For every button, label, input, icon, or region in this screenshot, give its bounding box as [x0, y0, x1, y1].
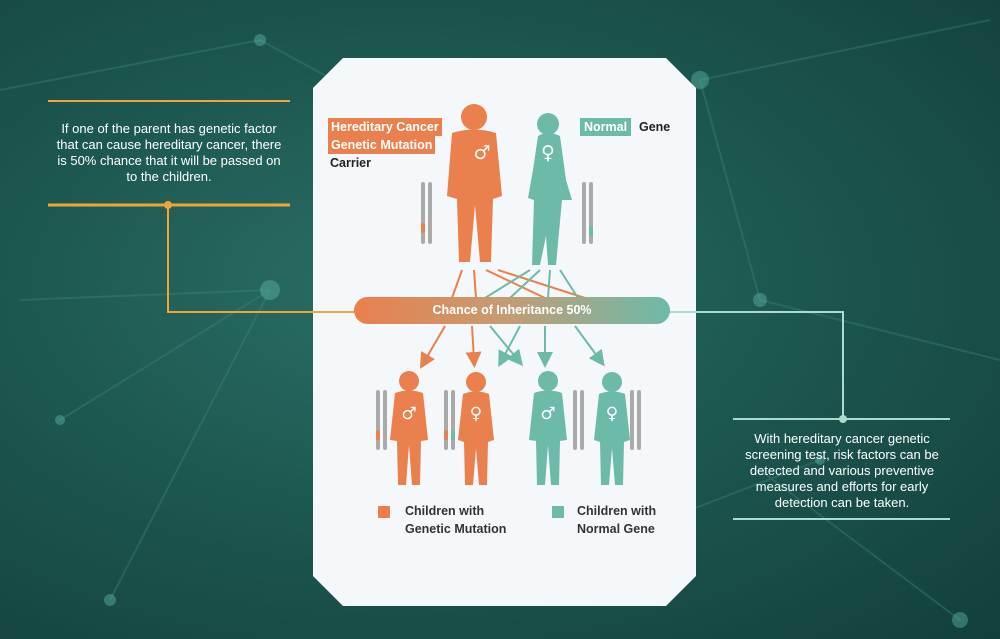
children-arrows [419, 325, 605, 369]
legend-normal-line2: Normal Gene [577, 522, 655, 536]
inheritance-bar: Chance of Inheritance 50% [354, 297, 670, 324]
father-label-line3: Carrier [330, 156, 371, 170]
mother-chromosome [582, 182, 593, 244]
mother-label-highlight: Normal [580, 118, 632, 136]
left-connector [167, 205, 358, 313]
child1-male-symbol: ♂ [401, 404, 417, 424]
parent-lines [451, 269, 586, 299]
child1-chromosome [376, 390, 387, 450]
child-girl-mutation [458, 372, 494, 485]
left-connector-dot [164, 201, 172, 209]
right-connector [668, 311, 844, 419]
left-note: If one of the parent has genetic factor … [56, 121, 282, 184]
child-boy-mutation [390, 371, 428, 485]
child4-chromosome [630, 390, 641, 450]
child-girl-normal [594, 372, 630, 485]
right-note: With hereditary cancer genetic screening… [745, 431, 939, 510]
right-connector-dot [839, 415, 847, 423]
father-chromosome [421, 182, 432, 244]
legend-normal-swatch [552, 506, 564, 518]
father-male-symbol: ♂ [473, 142, 491, 164]
mother-female-symbol: ♀ [541, 142, 555, 164]
legend-mutation-line1: Children with [405, 504, 485, 518]
child3-male-symbol: ♂ [540, 404, 556, 424]
child3-chromosome [573, 390, 584, 450]
child-boy-normal [529, 371, 567, 485]
legend-mutation-swatch [378, 506, 390, 518]
father-figure [447, 104, 502, 262]
child4-female-symbol: ♀ [605, 404, 619, 424]
legend-normal-line1: Children with [577, 504, 657, 518]
child2-female-symbol: ♀ [469, 404, 483, 424]
mother-figure [528, 113, 572, 265]
father-label-line2: Genetic Mutation [328, 136, 436, 154]
child2-chromosome [444, 390, 455, 450]
legend-mutation-line2: Genetic Mutation [405, 522, 507, 536]
father-label-line1: Hereditary Cancer [328, 118, 442, 136]
mother-label-rest: Gene [639, 120, 671, 134]
